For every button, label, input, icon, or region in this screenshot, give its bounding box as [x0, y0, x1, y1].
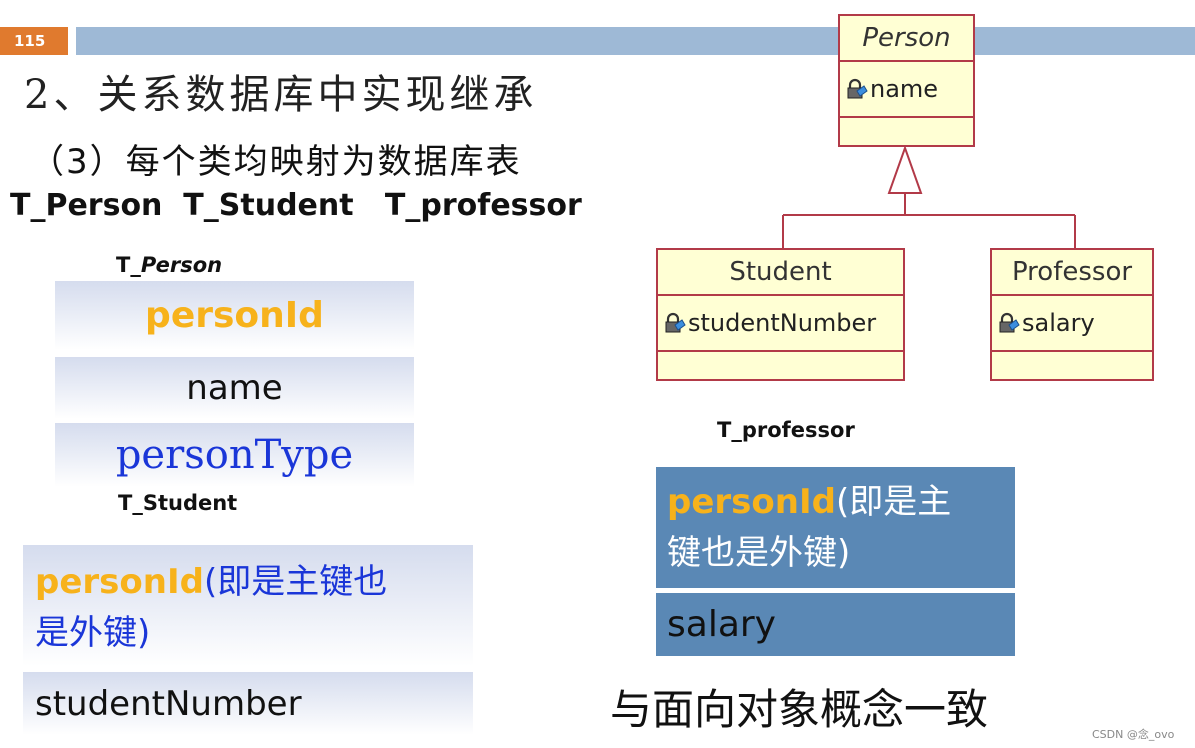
t-professor-pk-note-line2: 键也是外键): [667, 533, 851, 573]
t-student-studentnumber-label: studentNumber: [35, 683, 302, 724]
uml-person-name: Person: [840, 16, 973, 62]
t-professor-pk-note-line1: (即是主: [835, 482, 952, 522]
uml-professor-attr: salary: [992, 296, 1152, 352]
uml-person-attr: name: [840, 62, 973, 118]
t-professor-pk-label: personId: [667, 482, 836, 522]
slide-title: 2、关系数据库中实现继承: [24, 72, 538, 118]
uml-class-student: Student studentNumber: [656, 248, 905, 381]
t-student-row-studentnumber: studentNumber: [23, 672, 473, 735]
uml-student-name: Student: [658, 250, 903, 296]
private-attribute-icon: [847, 78, 868, 99]
uml-person-methods: [840, 118, 973, 145]
private-attribute-icon: [999, 312, 1020, 333]
t-student-pk-line1: personId(即是主键也: [35, 557, 473, 607]
t-person-persontype-label: personType: [115, 432, 354, 478]
private-attribute-icon: [665, 312, 686, 333]
t-person-caption: T_Person: [116, 253, 222, 277]
uml-student-attr: studentNumber: [658, 296, 903, 352]
t-professor-row-salary: salary: [656, 593, 1015, 656]
inheritance-arrowhead: [887, 145, 923, 194]
t-person-row-personid: personId: [55, 281, 414, 350]
watermark: CSDN @念_ovo: [1092, 728, 1175, 741]
t-student-pk-note-line2: 是外键): [35, 613, 151, 653]
t-student-pk-note-line1: (即是主键也: [203, 562, 388, 602]
uml-class-professor: Professor salary: [990, 248, 1154, 381]
t-student-caption: T_Student: [118, 491, 238, 515]
t-person-caption-name: Person: [140, 253, 223, 277]
t-student-pk-label: personId: [35, 562, 204, 602]
uml-professor-name: Professor: [992, 250, 1152, 296]
t-professor-salary-label: salary: [667, 604, 776, 645]
t-person-caption-prefix: T_: [116, 253, 141, 277]
t-person-row-persontype: personType: [55, 423, 414, 487]
t-professor-row-personid: personId(即是主 键也是外键): [656, 467, 1015, 588]
t-student-row-personid: personId(即是主键也 是外键): [23, 545, 473, 666]
t-professor-caption: T_professor: [717, 418, 855, 442]
t-person-name-label: name: [186, 368, 283, 408]
page-number: 115: [0, 27, 68, 55]
uml-student-attr-label: studentNumber: [688, 309, 877, 337]
table-list: T_Person T_Student T_professor: [10, 188, 582, 223]
uml-student-methods: [658, 352, 903, 379]
uml-person-attr-label: name: [870, 75, 939, 103]
uml-class-person: Person name: [838, 14, 975, 147]
uml-professor-attr-label: salary: [1022, 309, 1095, 337]
t-person-personid-label: personId: [145, 295, 324, 336]
t-professor-pk-line1: personId(即是主: [667, 477, 1015, 527]
uml-professor-methods: [992, 352, 1152, 379]
footer-text: 与面向对象概念一致: [610, 685, 989, 734]
slide-subtitle: （3）每个类均映射为数据库表: [30, 142, 522, 182]
t-person-row-name: name: [55, 357, 414, 419]
header-bar: [76, 27, 1195, 55]
